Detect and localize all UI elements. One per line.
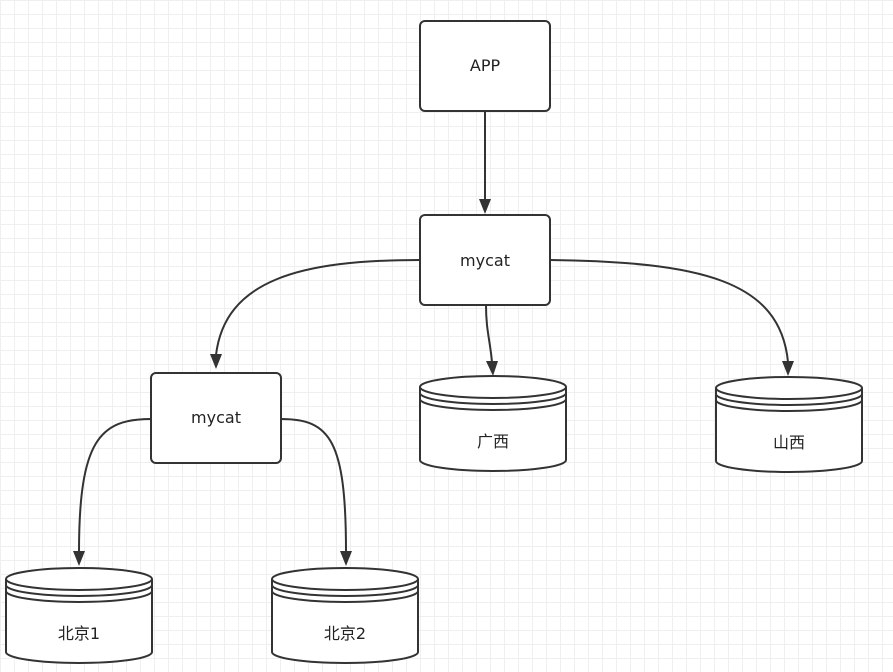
- database-icon: [5, 567, 153, 664]
- edge-mycat-to-mycat-child: [215, 259, 421, 356]
- mycat-root-box: [419, 214, 551, 306]
- arrowhead-icon: [73, 551, 85, 566]
- node-db-shanxi[interactable]: 山西: [715, 376, 863, 473]
- node-app[interactable]: APP: [419, 20, 551, 112]
- node-db-beijing1[interactable]: 北京1: [5, 567, 153, 664]
- app-label: APP: [470, 56, 501, 75]
- edges: [73, 112, 794, 566]
- edge-mycat-to-guangxi: [485, 304, 493, 363]
- arrowhead-icon: [486, 361, 498, 376]
- arrowhead-icon: [782, 361, 794, 376]
- edge-mycat-child-to-beijing1: [78, 418, 152, 553]
- mycat-child-box: [150, 372, 282, 464]
- database-icon: [715, 376, 863, 473]
- edge-mycat-to-shanxi: [549, 259, 789, 363]
- arrowhead-icon: [479, 199, 491, 214]
- database-icon: [271, 567, 419, 664]
- node-db-guangxi[interactable]: 广西: [419, 375, 567, 472]
- edge-mycat-child-to-beijing2: [280, 418, 347, 553]
- node-db-beijing2[interactable]: 北京2: [271, 567, 419, 664]
- app-box: [419, 20, 551, 112]
- mycat-child-label: mycat: [191, 408, 241, 427]
- node-mycat-root[interactable]: mycat: [419, 214, 551, 306]
- arrowhead-icon: [340, 551, 352, 566]
- mycat-root-label: mycat: [460, 251, 510, 270]
- node-mycat-child[interactable]: mycat: [150, 372, 282, 464]
- db-beijing1-label: 北京1: [58, 624, 100, 643]
- database-icon: [419, 375, 567, 472]
- db-beijing2-label: 北京2: [324, 624, 366, 643]
- arrowhead-icon: [210, 354, 222, 369]
- db-shanxi-label: 山西: [773, 433, 805, 452]
- db-guangxi-label: 广西: [477, 432, 509, 451]
